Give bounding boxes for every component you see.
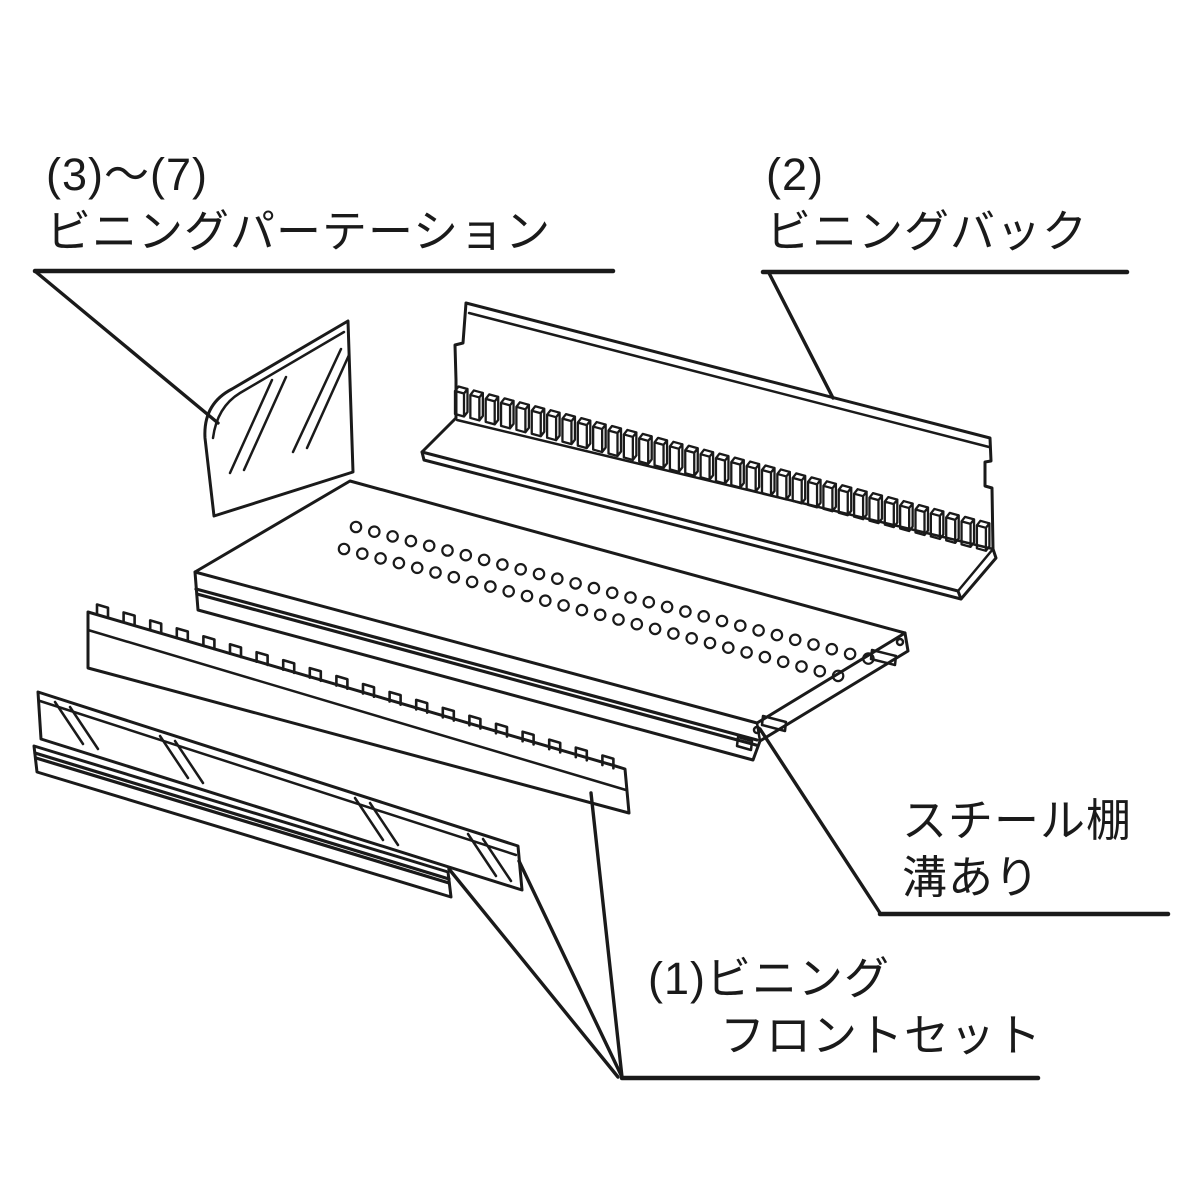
label-front-set-number: (1)ビニング	[648, 953, 890, 1004]
shelf-corner-clip	[735, 735, 754, 752]
label-back-panel: (2) ビニングバック	[766, 146, 1088, 260]
partition-panel	[203, 319, 355, 518]
leader-line-clear-strip	[517, 859, 624, 1079]
shelf-end-hole-upper	[895, 637, 905, 647]
clear-front-strip	[36, 690, 524, 892]
shelf-hole-rows	[337, 520, 875, 683]
leader-line-shelf	[758, 727, 882, 915]
back-panel-slot-teeth	[453, 385, 991, 552]
label-steel-shelf-note: 溝あり	[902, 852, 1041, 903]
shelf-end-slot-lower	[760, 714, 788, 733]
label-partition-number: (3)～(7)	[46, 149, 208, 200]
label-steel-shelf: スチール棚 溝あり	[902, 792, 1132, 906]
label-back-panel-number: (2)	[766, 149, 824, 200]
leader-line-lower-strip	[447, 867, 620, 1079]
back-panel	[420, 301, 998, 601]
leader-line-back	[767, 271, 835, 400]
leader-line-front-rail	[589, 791, 624, 1079]
leader-line-partition	[34, 270, 220, 425]
label-front-set: (1)ビニング フロントセット	[648, 950, 1042, 1064]
shelf-end-slot-upper	[869, 648, 898, 667]
label-partition: (3)～(7) ビニングパーテーション	[46, 146, 551, 260]
steel-shelf	[193, 479, 910, 762]
front-rail-teeth	[95, 603, 615, 770]
label-steel-shelf-name: スチール棚	[902, 795, 1133, 846]
label-partition-name: ビニングパーテーション	[46, 206, 552, 257]
lower-front-strip	[32, 744, 453, 899]
label-back-panel-name: ビニングバック	[766, 206, 1089, 257]
callout-lines	[32, 268, 1171, 1081]
label-front-set-name: フロントセット	[720, 1010, 1043, 1061]
front-rail	[86, 603, 631, 815]
